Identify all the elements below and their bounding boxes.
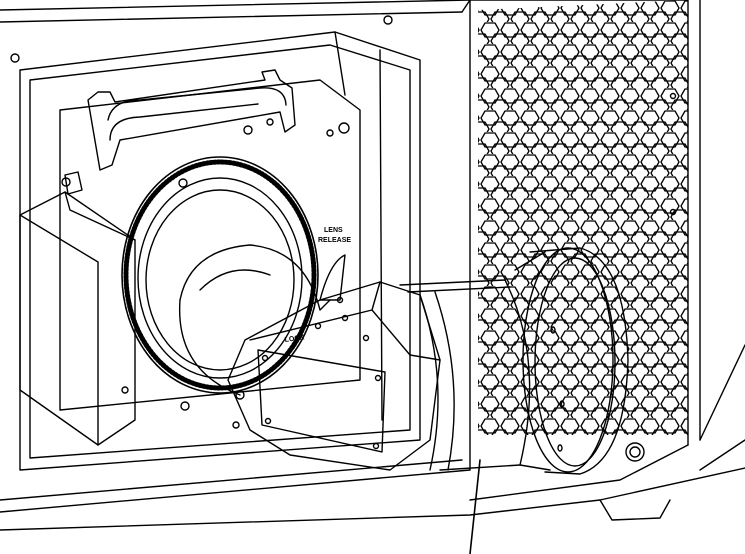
lens-release-label-2: RELEASE (318, 237, 351, 244)
lock-label: LOCK (284, 334, 305, 344)
side-module (19, 171, 136, 446)
lens-barrel (399, 251, 551, 471)
callout-line (469, 459, 481, 554)
vent-grille (478, 0, 688, 462)
lens-handle (87, 69, 350, 429)
lens-release-label-1: LENS (324, 227, 343, 234)
lens-mount-recess (19, 31, 421, 471)
lens-release-lever (319, 254, 346, 301)
gear-ring (121, 156, 319, 394)
lens-elbow (227, 281, 441, 471)
lens-barrel-rear (178, 244, 331, 396)
housing-screws (10, 15, 677, 216)
front-lens-element (522, 247, 629, 475)
